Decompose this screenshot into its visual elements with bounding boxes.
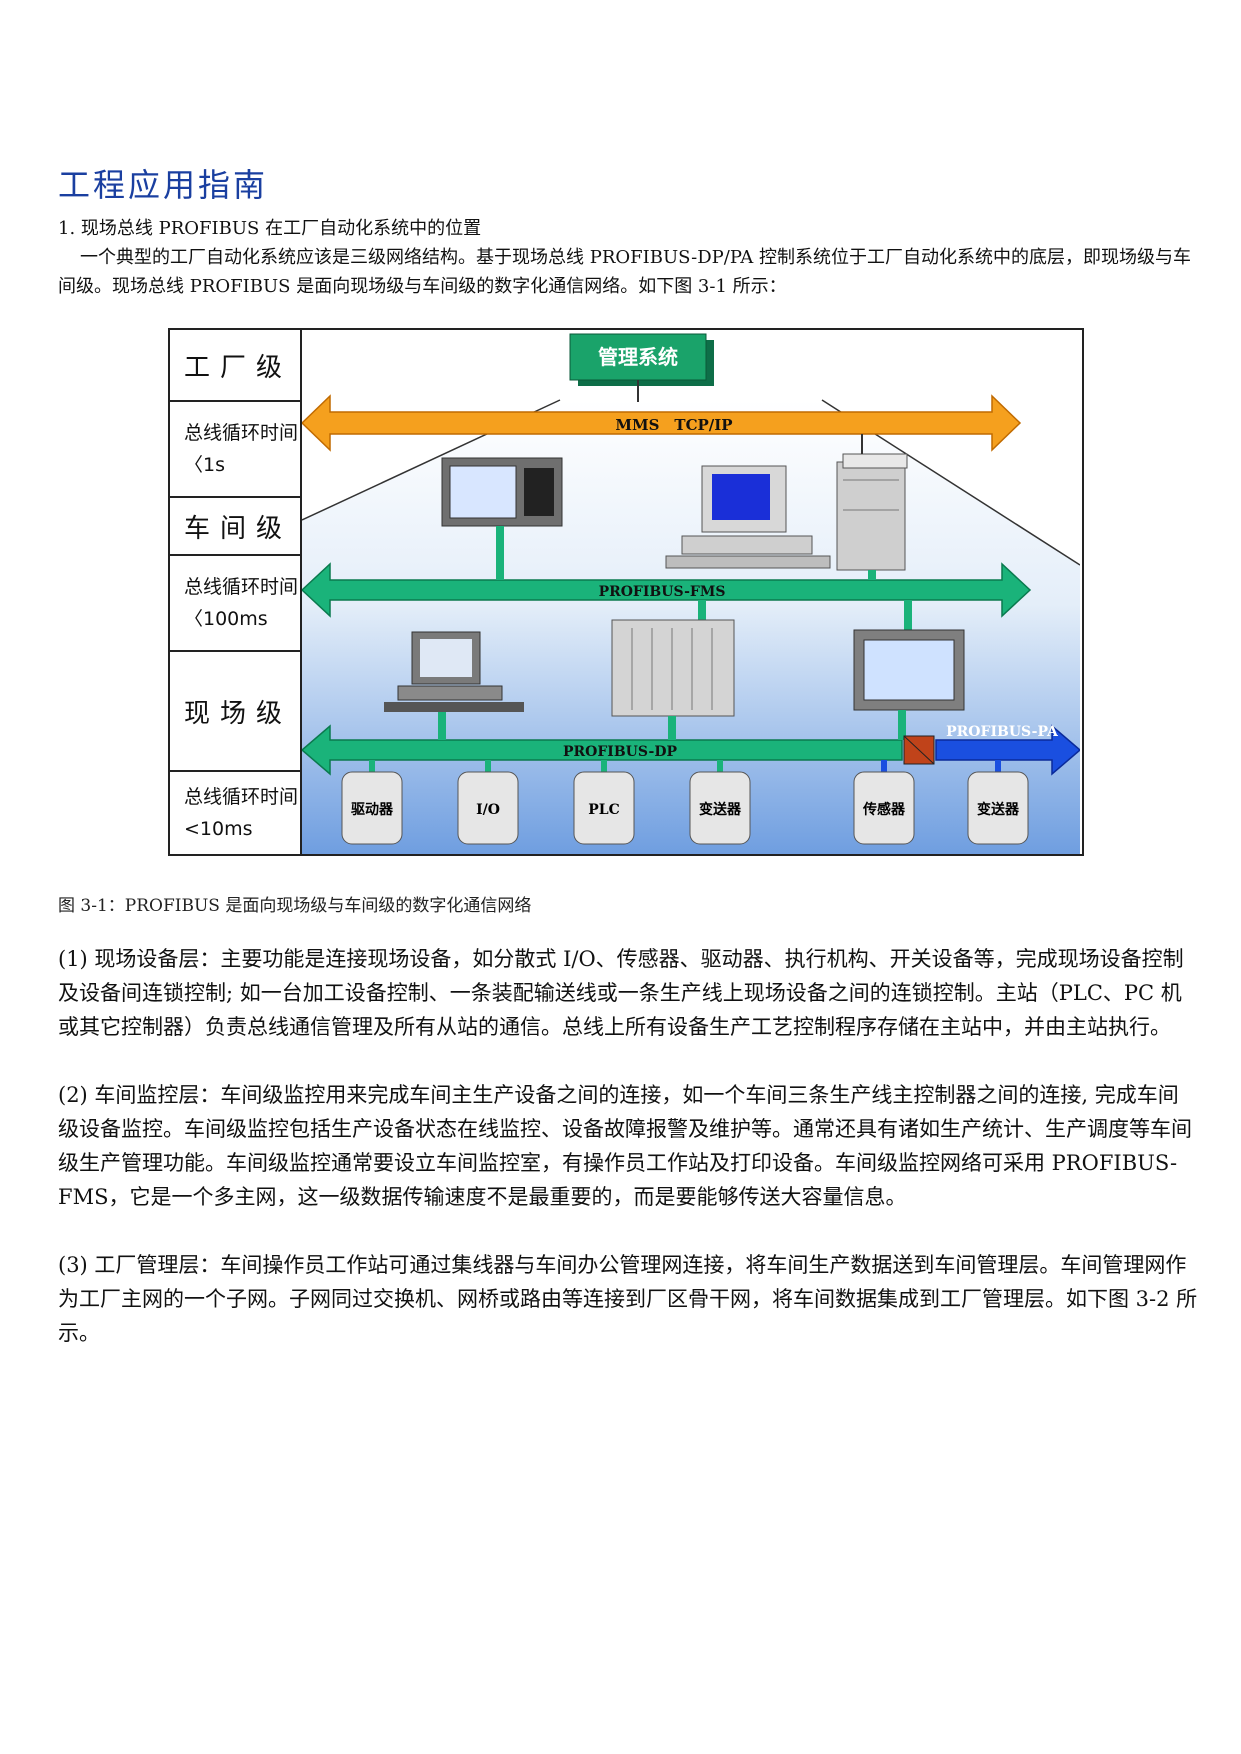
- level-field: 现场级: [170, 652, 300, 772]
- dp-bus-arrow: [302, 724, 903, 776]
- figure-caption: 图 3-1：PROFIBUS 是面向现场级与车间级的数字化通信网络: [58, 896, 532, 916]
- paragraph-field-layer: (1) 现场设备层：主要功能是连接现场设备，如分散式 I/O、传感器、驱动器、执…: [58, 947, 1184, 1039]
- paragraph-workshop-layer: (2) 车间监控层：车间级监控用来完成车间主生产设备之间的连接，如一个车间三条生…: [58, 1083, 1192, 1209]
- level-plant: 工厂级: [170, 330, 300, 402]
- fms-bus-label: PROFIBUS-FMS: [599, 584, 726, 600]
- level-workshop: 车间级: [170, 498, 300, 556]
- network-diagram: 工厂级 总线循环时间〈1s 车间级 总线循环时间〈100ms 现场级 总线循环时…: [168, 328, 1084, 856]
- device-label: PLC: [588, 802, 620, 818]
- fms-bus-arrow: [302, 562, 1032, 618]
- field-device-transmitter: 变送器: [689, 771, 751, 845]
- page-title: 工程应用指南: [58, 166, 269, 204]
- intro-paragraph: 一个典型的工厂自动化系统应该是三级网络结构。基于现场总线 PROFIBUS-DP…: [58, 247, 1191, 297]
- field-device-sensor: 传感器: [853, 771, 915, 845]
- paragraph-plant-layer: (3) 工厂管理层：车间操作员工作站可通过集线器与车间办公管理网连接，将车间生产…: [58, 1253, 1198, 1345]
- dp-bus-label: PROFIBUS-DP: [563, 744, 677, 760]
- level-workshop-cycle: 总线循环时间〈100ms: [170, 556, 300, 652]
- mgmt-system-label: 管理系统: [598, 345, 678, 369]
- pa-bus-arrow: [935, 724, 1080, 776]
- device-label: I/O: [476, 802, 500, 818]
- plant-bus-arrow: [302, 394, 1022, 452]
- section-heading: 1. 现场总线 PROFIBUS 在工厂自动化系统中的位置: [58, 218, 482, 239]
- plant-bus-label: MMS TCP/IP: [615, 416, 732, 434]
- device-label: 驱动器: [351, 801, 394, 818]
- diagram-canvas: 管理系统 MMS TCP/IP PROFIBUS-FMS: [302, 333, 1080, 854]
- level-column: 工厂级 总线循环时间〈1s 车间级 总线循环时间〈100ms 现场级 总线循环时…: [170, 330, 302, 854]
- pa-bus-label: PROFIBUS-PA: [946, 724, 1059, 740]
- server-icon: [836, 461, 906, 571]
- field-device-plc: PLC: [573, 771, 635, 845]
- device-label: 变送器: [699, 801, 742, 818]
- field-device-transmitter-pa: 变送器: [967, 771, 1029, 845]
- plc-rack-icon: [611, 619, 735, 717]
- level-plant-cycle: 总线循环时间〈1s: [170, 402, 300, 498]
- field-device-drive: 驱动器: [341, 771, 403, 845]
- field-device-io: I/O: [457, 771, 519, 845]
- level-field-cycle: 总线循环时间<10ms: [184, 786, 299, 840]
- device-label: 变送器: [977, 801, 1020, 818]
- device-label: 传感器: [862, 801, 906, 818]
- mgmt-system-box: [569, 333, 707, 381]
